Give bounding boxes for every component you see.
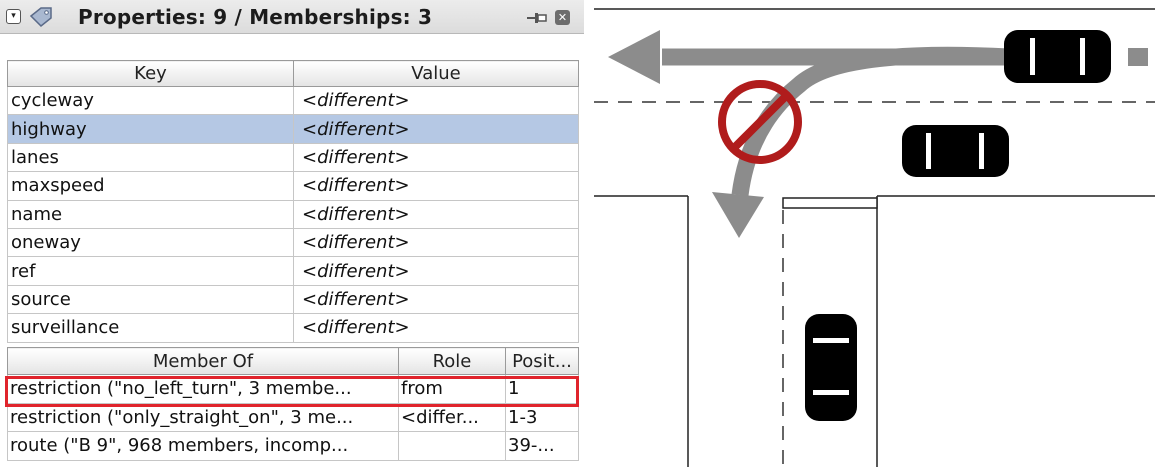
no-turn-sign-icon xyxy=(718,80,802,164)
panel-titlebar: ▾ Properties: 9 / Memberships: 3 ✕ xyxy=(0,0,584,34)
properties-panel: ▾ Properties: 9 / Memberships: 3 ✕ Key V… xyxy=(0,0,584,461)
property-key[interactable]: highway xyxy=(7,114,294,144)
property-value[interactable]: <different> xyxy=(293,85,579,116)
tag-icon xyxy=(29,7,52,28)
column-header-position[interactable]: Posit... xyxy=(505,347,579,375)
property-row[interactable]: name<different> xyxy=(7,199,579,229)
property-row[interactable]: highway<different> xyxy=(7,114,579,144)
panel-title: Properties: 9 / Memberships: 3 xyxy=(78,5,433,29)
property-row[interactable]: oneway<different> xyxy=(7,227,579,258)
column-header-role[interactable]: Role xyxy=(398,347,506,375)
column-header-member-of[interactable]: Member Of xyxy=(7,347,399,375)
property-row[interactable]: source<different> xyxy=(7,284,579,315)
memberships-header-row: Member Of Role Posit... xyxy=(7,347,579,375)
property-key[interactable]: maxspeed xyxy=(7,171,294,201)
car-top-right-icon xyxy=(1004,30,1111,83)
stop-line xyxy=(782,197,878,209)
property-value[interactable]: <different> xyxy=(293,114,579,144)
property-key[interactable]: lanes xyxy=(7,142,294,173)
column-header-value[interactable]: Value xyxy=(293,60,579,87)
properties-header-row: Key Value xyxy=(7,60,579,87)
membership-role[interactable]: <differ... xyxy=(398,402,506,433)
close-icon[interactable]: ✕ xyxy=(555,10,570,25)
membership-role[interactable]: from xyxy=(398,374,506,404)
property-key[interactable]: ref xyxy=(7,256,294,286)
membership-relation[interactable]: route ("B 9", 968 members, incomp... xyxy=(7,431,399,461)
property-key[interactable]: name xyxy=(7,199,294,229)
property-value[interactable]: <different> xyxy=(293,284,579,315)
property-value[interactable]: <different> xyxy=(293,171,579,201)
membership-position[interactable]: 39-... xyxy=(505,431,579,461)
membership-relation[interactable]: restriction ("no_left_turn", 3 membe... xyxy=(7,374,399,404)
pin-icon[interactable] xyxy=(526,11,548,25)
car-side-road-icon xyxy=(805,314,857,421)
property-key[interactable]: source xyxy=(7,284,294,315)
property-row[interactable]: surveillance<different> xyxy=(7,313,579,343)
membership-position[interactable]: 1 xyxy=(505,374,579,404)
membership-position[interactable]: 1-3 xyxy=(505,402,579,433)
property-row[interactable]: ref<different> xyxy=(7,256,579,286)
membership-row[interactable]: restriction ("no_left_turn", 3 membe...f… xyxy=(7,374,579,404)
property-value[interactable]: <different> xyxy=(293,256,579,286)
property-row[interactable]: lanes<different> xyxy=(7,142,579,173)
left-turn-arrow-icon xyxy=(712,46,1010,238)
membership-role[interactable] xyxy=(398,431,506,461)
membership-row[interactable]: restriction ("only_straight_on", 3 me...… xyxy=(7,402,579,433)
property-value[interactable]: <different> xyxy=(293,313,579,343)
membership-row[interactable]: route ("B 9", 968 members, incomp... 39-.… xyxy=(7,431,579,461)
property-key[interactable]: oneway xyxy=(7,227,294,258)
memberships-table: Member Of Role Posit... restriction ("no… xyxy=(7,347,579,461)
property-row[interactable]: maxspeed<different> xyxy=(7,171,579,201)
membership-relation[interactable]: restriction ("only_straight_on", 3 me... xyxy=(7,402,399,433)
properties-table: Key Value cycleway<different>highway<dif… xyxy=(7,60,579,343)
property-value[interactable]: <different> xyxy=(293,227,579,258)
column-header-key[interactable]: Key xyxy=(7,60,294,87)
property-row[interactable]: cycleway<different> xyxy=(7,85,579,116)
property-key[interactable]: surveillance xyxy=(7,313,294,343)
collapse-icon[interactable]: ▾ xyxy=(6,9,21,24)
property-value[interactable]: <different> xyxy=(293,142,579,173)
property-value[interactable]: <different> xyxy=(293,199,579,229)
turn-restriction-diagram xyxy=(594,8,1155,467)
property-key[interactable]: cycleway xyxy=(7,85,294,116)
car-middle-icon xyxy=(902,125,1009,177)
